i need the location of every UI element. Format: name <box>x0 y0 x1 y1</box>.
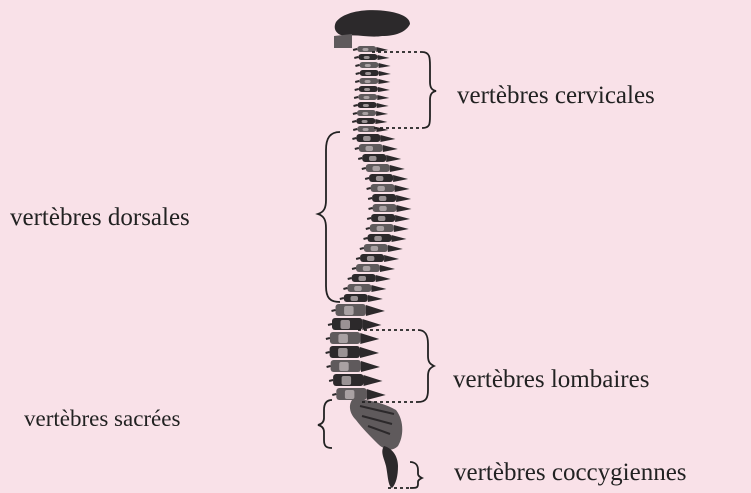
vertebra-highlight <box>363 48 369 51</box>
transverse-process <box>367 188 371 189</box>
vertebra-highlight <box>379 196 387 201</box>
vertebra-highlight <box>371 246 379 251</box>
vertebra-highlight <box>367 256 375 261</box>
transverse-process <box>326 338 330 339</box>
atlas-vertebra <box>334 34 352 48</box>
transverse-process <box>360 248 364 249</box>
transverse-process <box>332 394 336 395</box>
vertebra-highlight <box>344 306 354 315</box>
label-dorsal-vertebrae: vertèbres dorsales <box>10 205 190 230</box>
transverse-process <box>327 366 331 367</box>
transverse-process <box>354 105 358 106</box>
transverse-process <box>356 258 360 259</box>
transverse-process <box>328 324 332 325</box>
transverse-process <box>348 278 352 279</box>
vertebra-highlight <box>364 56 370 59</box>
transverse-process <box>355 89 359 90</box>
transverse-process <box>362 168 366 169</box>
vertebra-highlight <box>341 320 351 329</box>
vertebra-highlight <box>363 136 371 141</box>
transverse-process <box>332 310 336 311</box>
transverse-process <box>340 298 344 299</box>
transverse-process <box>352 121 356 122</box>
vertebra-highlight <box>374 236 382 241</box>
transverse-process <box>343 288 347 289</box>
vertebra-highlight <box>364 88 370 91</box>
transverse-process <box>355 65 359 66</box>
vertebra-highlight <box>363 128 369 131</box>
transverse-process <box>369 208 373 209</box>
vertebra-highlight <box>378 216 386 221</box>
vertebra-highlight <box>365 64 371 67</box>
transverse-process <box>365 178 369 179</box>
vertebra-highlight <box>362 112 368 115</box>
transverse-process <box>354 57 358 58</box>
vertebra-highlight <box>369 156 377 161</box>
transverse-process <box>366 228 370 229</box>
vertebra-highlight <box>377 226 385 231</box>
vertebra-highlight <box>363 266 371 271</box>
transverse-process <box>353 49 357 50</box>
transverse-process <box>356 73 360 74</box>
transverse-process <box>355 148 359 149</box>
vertebra-highlight <box>379 206 387 211</box>
vertebra-highlight <box>373 166 381 171</box>
vertebra-highlight <box>339 362 349 371</box>
transverse-process <box>355 81 359 82</box>
vertebra-highlight <box>359 276 367 281</box>
vertebra-highlight <box>338 348 348 357</box>
vertebra-highlight <box>345 390 355 399</box>
vertebra-highlight <box>342 376 352 385</box>
transverse-process <box>354 97 358 98</box>
label-coccygeal-vertebrae: vertèbres coccygiennes <box>454 460 687 485</box>
transverse-process <box>352 138 356 139</box>
vertebra-highlight <box>354 286 362 291</box>
transverse-process <box>367 218 371 219</box>
transverse-process <box>368 198 372 199</box>
vertebra-highlight <box>351 296 359 301</box>
vertebra-highlight <box>363 104 369 107</box>
vertebra-highlight <box>377 186 385 191</box>
transverse-process <box>352 268 356 269</box>
label-sacral-vertebrae: vertèbres sacrées <box>24 407 180 430</box>
label-lumbar-vertebrae: vertèbres lombaires <box>453 367 649 392</box>
transverse-process <box>326 352 330 353</box>
vertebra-highlight <box>366 146 374 151</box>
vertebra-highlight <box>365 80 371 83</box>
transverse-process <box>364 238 368 239</box>
vertebra-highlight <box>362 120 368 123</box>
vertebra-highlight <box>338 334 348 343</box>
transverse-process <box>353 113 357 114</box>
vertebra-highlight <box>364 96 370 99</box>
transverse-process <box>353 129 357 130</box>
label-cervical-vertebrae: vertèbres cervicales <box>457 83 655 108</box>
transverse-process <box>329 380 333 381</box>
transverse-process <box>358 158 362 159</box>
vertebra-highlight <box>365 72 371 75</box>
vertebra-highlight <box>376 176 384 181</box>
